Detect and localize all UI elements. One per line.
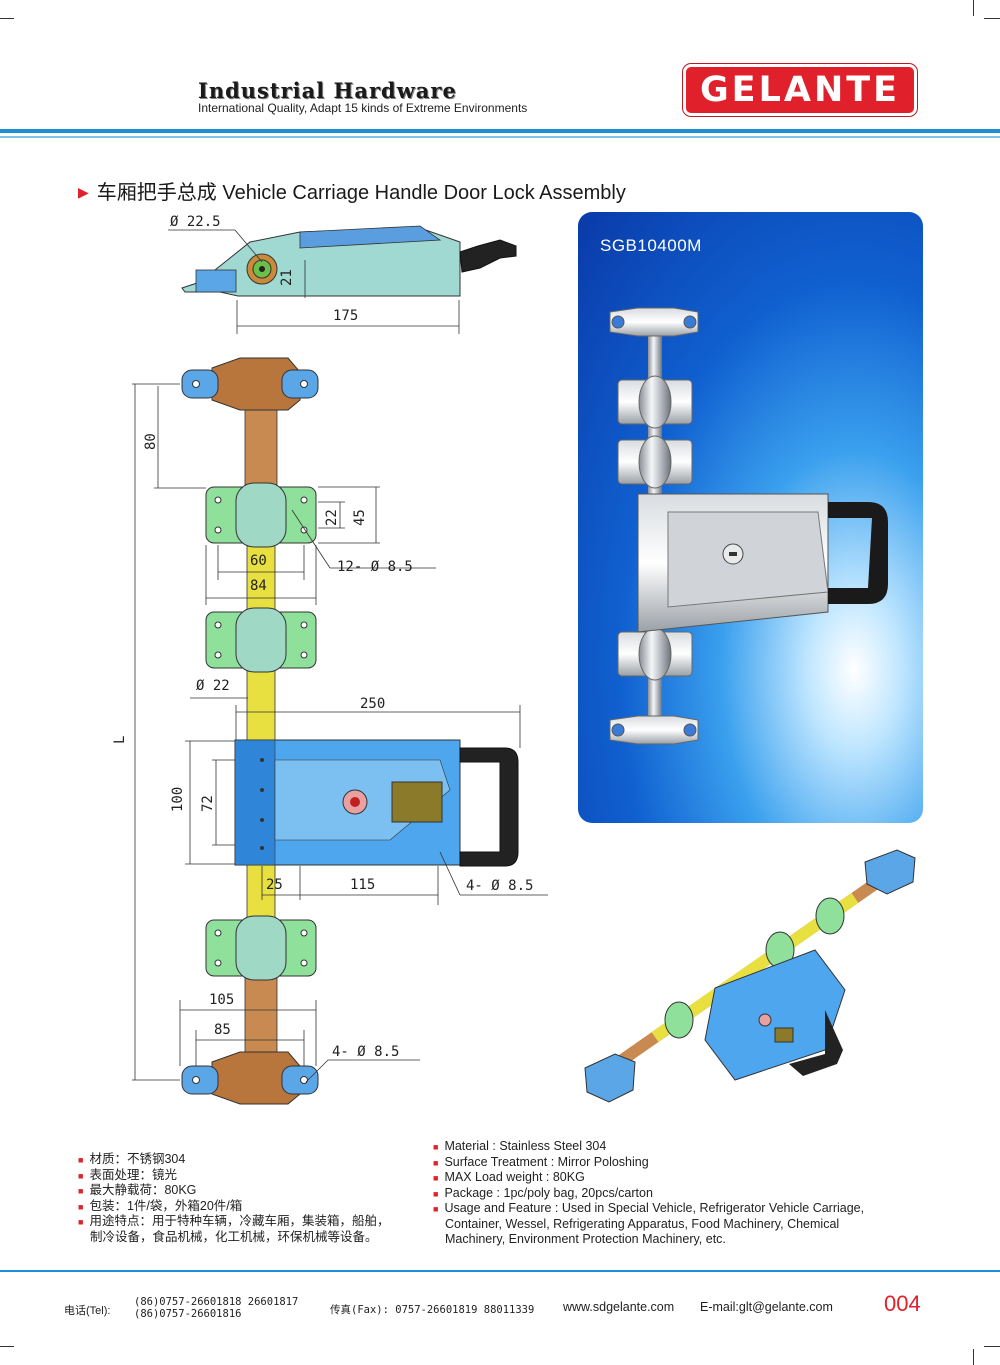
spec-item-continued: Machinery, Environment Protection Machin… <box>445 1232 726 1246</box>
spec-item: ■表面处理：镜光 <box>78 1168 389 1184</box>
shaft-bracket <box>205 482 317 548</box>
spec-item: ■用途特点：用于特种车辆，冷藏车厢，集装箱，船舶， <box>78 1214 389 1230</box>
dim-h100: 100 <box>170 787 186 812</box>
dim-h45: 45 <box>352 509 368 526</box>
tel-number-2: (86)0757-26601816 <box>134 1308 242 1320</box>
crop-mark <box>973 0 974 16</box>
dim-w25: 25 <box>266 877 283 893</box>
triangle-bullet-icon: ▶ <box>78 184 89 200</box>
website-link[interactable]: www.sdgelante.com <box>563 1300 675 1314</box>
dim-w85: 85 <box>214 1022 231 1038</box>
shaft-bracket <box>205 915 317 981</box>
red-square-bullet-icon: ■ <box>433 1157 439 1168</box>
red-square-bullet-icon: ■ <box>433 1188 439 1199</box>
dim-holes4a: 4- Ø 8.5 <box>466 878 533 894</box>
product-heading: ▶ 车厢把手总成 Vehicle Carriage Handle Door Loc… <box>78 176 626 205</box>
spec-item: ■Material : Stainless Steel 304 <box>433 1139 864 1155</box>
dim-L: L <box>112 736 128 744</box>
header-divider <box>0 129 1000 133</box>
red-square-bullet-icon: ■ <box>433 1142 439 1152</box>
gelante-logo: GELANTE <box>683 64 917 116</box>
brand-title: Industrial Hardware <box>198 78 457 103</box>
dim-h21: 21 <box>279 269 295 286</box>
specs-english: ■Material : Stainless Steel 304 ■Surface… <box>433 1139 864 1248</box>
dim-d22: Ø 22 <box>196 678 230 694</box>
dim-w250: 250 <box>360 696 385 712</box>
red-square-bullet-icon: ■ <box>78 1170 84 1181</box>
shaft-bracket <box>205 607 317 673</box>
dim-holes4b: 4- Ø 8.5 <box>332 1044 399 1060</box>
technical-drawing: Ø 22.5 21 175 <box>112 214 548 1105</box>
red-square-bullet-icon: ■ <box>78 1201 84 1212</box>
fax-number: 传真(Fax): 0757-26601819 88011339 <box>330 1304 535 1316</box>
model-number: SGB10400M <box>600 236 702 255</box>
dim-w105: 105 <box>209 992 234 1008</box>
crop-mark <box>984 18 1000 19</box>
spec-item: ■Package : 1pc/poly bag, 20pcs/carton <box>433 1186 864 1202</box>
dim-w115: 115 <box>350 877 375 893</box>
spec-item: ■材质：不锈钢304 <box>78 1152 389 1168</box>
spec-item-continued: Container, Wessel, Refrigerating Apparat… <box>445 1216 840 1231</box>
product-heading-text: 车厢把手总成 Vehicle Carriage Handle Door Lock… <box>96 182 626 204</box>
specs-chinese: ■材质：不锈钢304 ■表面处理：镜光 ■最大静载荷：80KG ■包装：1件/袋… <box>78 1152 389 1245</box>
spec-item: ■包装：1件/袋，外箱20件/箱 <box>78 1199 389 1215</box>
tel-number-1: (86)0757-26601818 26601817 <box>134 1296 299 1308</box>
dim-h22: 22 <box>324 509 340 526</box>
crop-mark <box>0 18 14 19</box>
tel-label: 电话(Tel): <box>64 1305 111 1317</box>
dim-h72: 72 <box>200 795 216 812</box>
red-square-bullet-icon: ■ <box>433 1173 439 1183</box>
logo-text: GELANTE <box>699 70 901 110</box>
dim-holes12: 12- Ø 8.5 <box>337 559 413 575</box>
dim-w84: 84 <box>250 578 267 594</box>
crop-mark <box>984 1346 1000 1347</box>
page-number: 004 <box>884 1291 921 1316</box>
red-square-bullet-icon: ■ <box>78 1155 84 1165</box>
assembly-3d-render <box>584 849 916 1103</box>
dim-d-shaft-top: Ø 22.5 <box>170 214 221 230</box>
spec-item: ■最大静载荷：80KG <box>78 1183 389 1199</box>
product-photo <box>609 307 888 745</box>
spec-item: ■Surface Treatment : Mirror Poloshing <box>433 1155 864 1171</box>
red-square-bullet-icon: ■ <box>433 1204 439 1214</box>
brand-subtitle: International Quality, Adapt 15 kinds of… <box>198 101 528 115</box>
dim-h80: 80 <box>143 433 159 450</box>
spec-item: ■MAX Load weight : 80KG <box>433 1170 864 1186</box>
red-square-bullet-icon: ■ <box>78 1186 84 1196</box>
footer-divider <box>0 1270 1000 1272</box>
header-divider-thin <box>0 136 1000 138</box>
spec-item: ■Usage and Feature : Used in Special Veh… <box>433 1201 864 1217</box>
dim-w175: 175 <box>333 308 358 324</box>
top-view-drawing <box>181 225 517 297</box>
red-square-bullet-icon: ■ <box>78 1217 84 1227</box>
front-view-drawing <box>181 357 519 1105</box>
dim-w60: 60 <box>250 553 267 569</box>
product-photo-panel <box>578 212 923 823</box>
email-link[interactable]: E-mail:glt@gelante.com <box>700 1300 833 1314</box>
crop-mark <box>973 1349 974 1365</box>
crop-mark <box>0 1346 14 1347</box>
spec-item-continued: 制冷设备，食品机械，化工机械，环保机械等设备。 <box>90 1229 378 1244</box>
